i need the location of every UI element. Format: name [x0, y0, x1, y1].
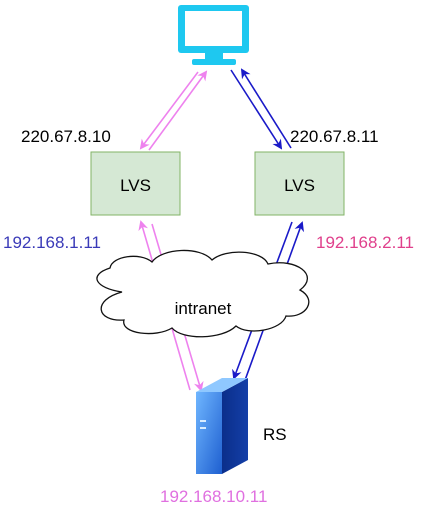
edge-monitor-to-lvs-right [230, 69, 283, 150]
server-icon [196, 378, 248, 474]
lvs-right-public-ip: 220.67.8.11 [290, 127, 379, 146]
lvs-right-private-ip: 192.168.2.11 [316, 233, 414, 252]
lvs-right-node: LVS [254, 151, 345, 216]
lvs-left-label: LVS [120, 176, 151, 195]
intranet-cloud: intranet [96, 249, 310, 338]
lvs-left-public-ip: 220.67.8.10 [21, 127, 111, 146]
edge-monitor-to-lvs-left [139, 71, 199, 150]
edge-lvs-right-to-monitor [240, 68, 292, 149]
intranet-label: intranet [175, 299, 232, 318]
lvs-right-label: LVS [284, 176, 315, 195]
rs-label: RS [263, 425, 287, 444]
edge-lvs-left-to-monitor [148, 70, 208, 151]
lvs-left-node: LVS [90, 151, 181, 216]
lvs-left-private-ip: 192.168.1.11 [3, 233, 101, 252]
monitor-icon [178, 5, 249, 65]
rs-ip: 192.168.10.11 [160, 487, 267, 506]
